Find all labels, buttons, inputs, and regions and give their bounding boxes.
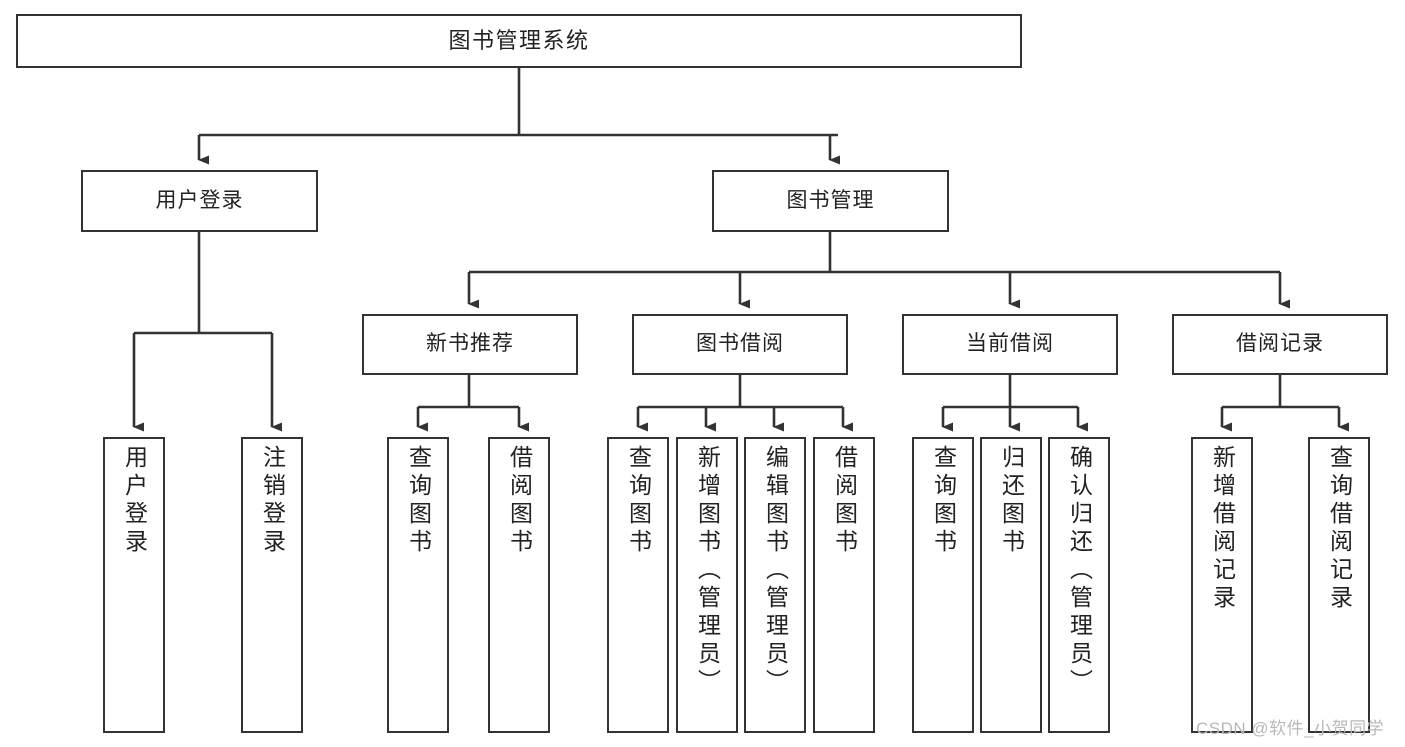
node-leaf-user-login-label: 用户登录	[121, 445, 148, 557]
node-leaf-logout-label: 注销登录	[259, 445, 286, 557]
node-borrow-record-label: 借阅记录	[1236, 332, 1324, 356]
node-user-login-label: 用户登录	[155, 188, 244, 212]
node-leaf-return-book[interactable]: 归还图书	[980, 437, 1042, 733]
node-leaf-query-book-3[interactable]: 查询图书	[912, 437, 974, 733]
node-leaf-query-record[interactable]: 查询借阅记录	[1308, 437, 1370, 733]
node-user-login[interactable]: 用户登录	[81, 170, 318, 232]
node-book-borrow[interactable]: 图书借阅	[632, 314, 848, 375]
node-leaf-user-login[interactable]: 用户登录	[103, 437, 165, 733]
node-leaf-query-book-1[interactable]: 查询图书	[387, 437, 449, 733]
node-leaf-borrow-book-2-label: 借阅图书	[831, 445, 858, 557]
node-book-management-label: 图书管理	[786, 188, 875, 212]
node-leaf-query-book-2[interactable]: 查询图书	[607, 437, 669, 733]
node-borrow-record[interactable]: 借阅记录	[1172, 314, 1388, 375]
node-leaf-borrow-book-1[interactable]: 借阅图书	[488, 437, 550, 733]
node-leaf-edit-book[interactable]: 编辑图书（管理员）	[744, 437, 806, 733]
node-current-borrow[interactable]: 当前借阅	[902, 314, 1118, 375]
node-book-borrow-label: 图书借阅	[696, 332, 784, 356]
node-book-management[interactable]: 图书管理	[712, 170, 949, 232]
node-leaf-query-book-1-label: 查询图书	[405, 445, 432, 557]
node-leaf-return-book-label: 归还图书	[998, 445, 1025, 557]
node-leaf-add-record-label: 新增借阅记录	[1209, 445, 1236, 613]
node-leaf-add-book-label: 新增图书（管理员）	[694, 445, 721, 697]
node-current-borrow-label: 当前借阅	[966, 332, 1054, 356]
node-leaf-add-book[interactable]: 新增图书（管理员）	[676, 437, 738, 733]
node-root-label: 图书管理系统	[448, 28, 590, 54]
node-leaf-confirm-return-label: 确认归还（管理员）	[1066, 445, 1093, 697]
csdn-watermark: CSDN @软件_小贺同学	[1196, 719, 1385, 738]
node-leaf-logout[interactable]: 注销登录	[241, 437, 303, 733]
node-leaf-borrow-book-2[interactable]: 借阅图书	[813, 437, 875, 733]
node-leaf-query-book-3-label: 查询图书	[930, 445, 957, 557]
node-leaf-edit-book-label: 编辑图书（管理员）	[762, 445, 789, 697]
node-new-book-recommend-label: 新书推荐	[426, 332, 514, 356]
node-leaf-add-record[interactable]: 新增借阅记录	[1191, 437, 1253, 733]
node-leaf-borrow-book-1-label: 借阅图书	[506, 445, 533, 557]
node-root[interactable]: 图书管理系统	[16, 14, 1022, 68]
node-leaf-query-record-label: 查询借阅记录	[1326, 445, 1353, 613]
node-leaf-confirm-return[interactable]: 确认归还（管理员）	[1048, 437, 1110, 733]
node-leaf-query-book-2-label: 查询图书	[625, 445, 652, 557]
node-new-book-recommend[interactable]: 新书推荐	[362, 314, 578, 375]
